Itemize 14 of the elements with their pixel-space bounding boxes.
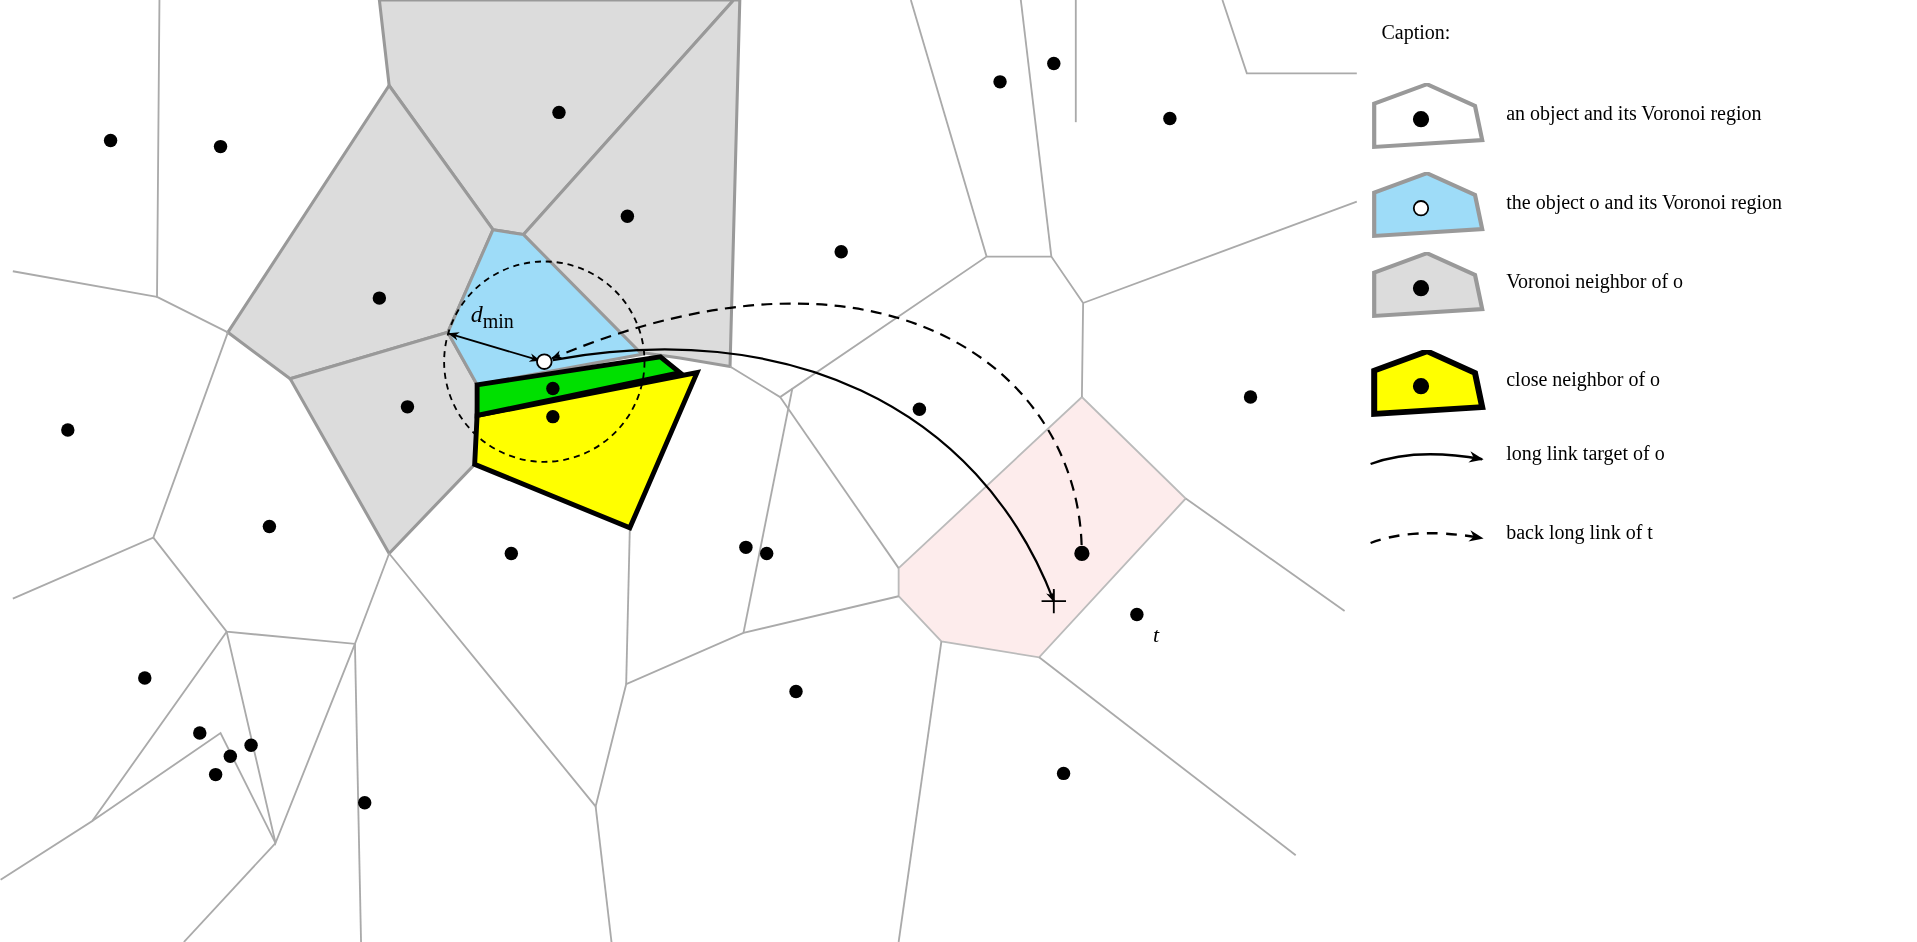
legend-label: the object o and its Voronoi region (1506, 191, 1783, 212)
dimension-label: d$_{min}$ (470, 301, 514, 331)
long-link-arrow (552, 348, 1055, 603)
object-point (536, 353, 553, 370)
target-cross (1040, 588, 1067, 615)
legend-heading: Caption: (1381, 22, 1451, 42)
point-label: t (1152, 623, 1159, 646)
legend-label: back long link of t (1506, 522, 1653, 543)
link-source-point (1074, 545, 1090, 562)
legend-label: an object and its Voronoi region (1506, 102, 1762, 123)
back-link-arrow (551, 303, 1083, 546)
legend-label: Voronoi neighbor of o (1506, 271, 1684, 292)
legend-label: close neighbor of o (1506, 369, 1661, 390)
legend-label: long link target of o (1506, 442, 1665, 463)
